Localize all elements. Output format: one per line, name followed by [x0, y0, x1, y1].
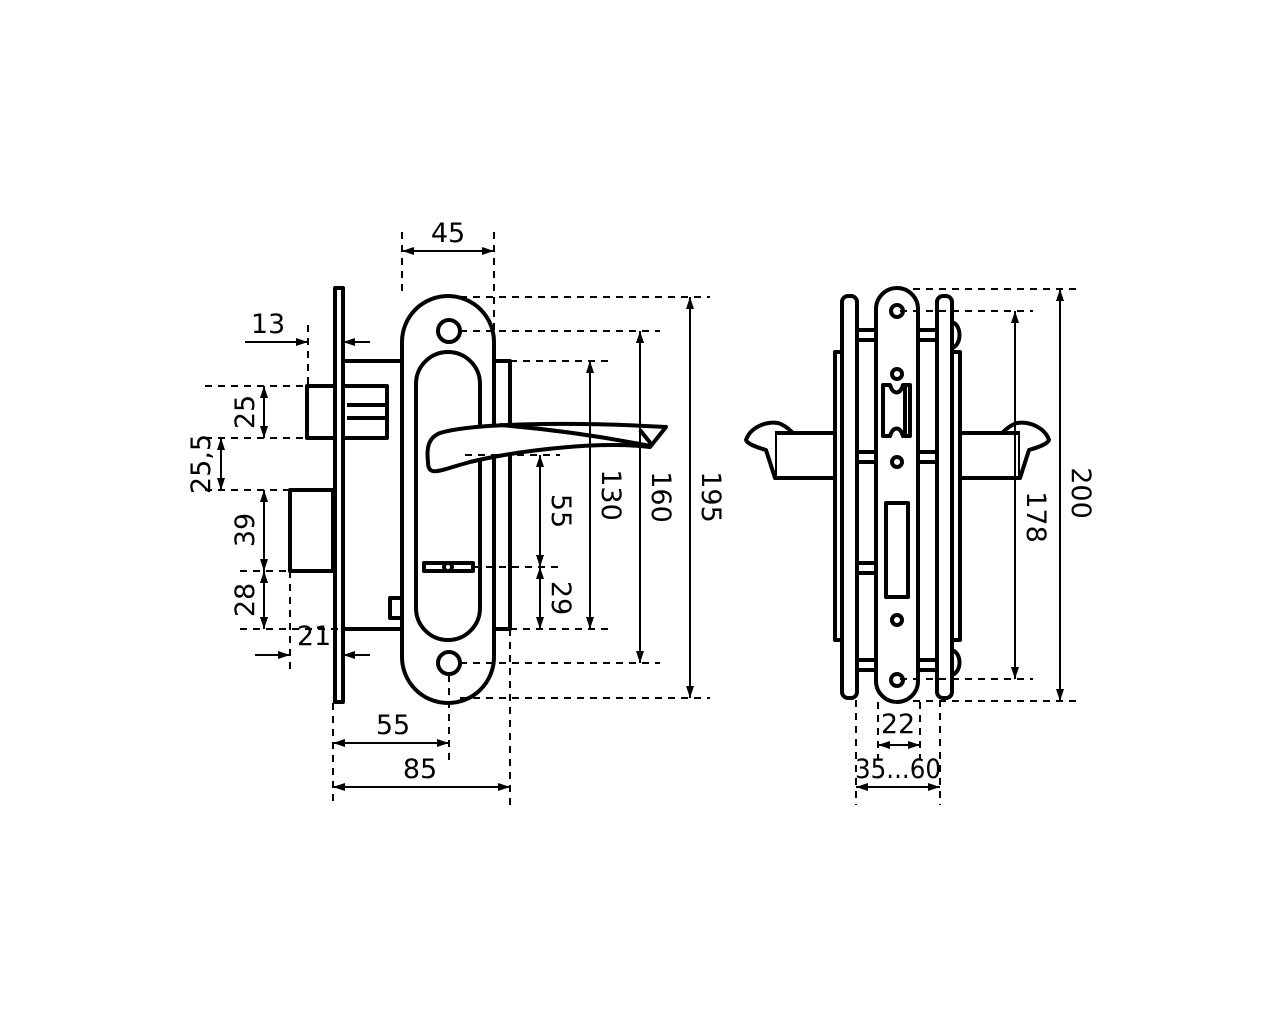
lever-ridge-line	[499, 423, 651, 448]
dim-faceplate-height: 200	[1065, 467, 1096, 519]
dim-escutcheon-width: 45	[431, 218, 465, 249]
side-extension-lines	[855, 288, 1078, 805]
lever-end-left	[744, 420, 795, 479]
dim-bolt-height: 39	[230, 513, 261, 547]
faceplate	[333, 286, 345, 704]
dim-handle-to-key: 55	[545, 494, 576, 528]
lever-right	[958, 431, 1022, 480]
latch-housing	[341, 384, 389, 440]
dim-door-thickness: 35...60	[855, 754, 941, 785]
dim-faceplate-width: 22	[881, 709, 915, 740]
lever-left	[773, 431, 837, 480]
dim-escutcheon-height: 195	[695, 471, 726, 523]
dim-backset-offset: 13	[251, 309, 285, 340]
body-tab	[388, 596, 402, 620]
screw-head	[951, 648, 962, 677]
lever-end-right	[1000, 420, 1051, 479]
dim-key-to-bottom: 29	[545, 581, 576, 615]
front-view: 45 13 25 25,5 39 28 21 55 29 130 160 195…	[186, 218, 726, 805]
side-plate-right	[935, 294, 954, 700]
dim-bolt-projection: 21	[297, 621, 331, 652]
keyhole-center	[442, 561, 454, 573]
dim-screw-spacing: 160	[645, 471, 676, 523]
side-plate-left	[840, 294, 859, 700]
lever-handle	[425, 421, 668, 474]
bolt-window	[884, 501, 910, 599]
connecting-rails	[857, 328, 937, 672]
dim-faceplate-screw-spacing: 178	[1020, 491, 1051, 543]
front-dimension-lines	[217, 247, 694, 791]
dim-latch-bolt-gap: 25,5	[186, 434, 217, 494]
dead-bolt	[288, 488, 335, 573]
latch-window	[881, 383, 912, 438]
faceplate-front	[874, 286, 920, 704]
escutcheon-slot	[414, 350, 482, 642]
screw-hole	[890, 613, 904, 627]
dim-total-depth: 85	[403, 754, 437, 785]
screw-hole	[890, 367, 904, 381]
dim-backset: 55	[376, 710, 410, 741]
dim-latch-height: 25	[230, 395, 261, 429]
side-dimension-lines	[856, 289, 1064, 791]
side-view: 200 178 22 35...60	[744, 286, 1096, 805]
dim-bolt-to-body: 28	[230, 583, 261, 617]
dim-body-height: 130	[595, 469, 626, 521]
screw-hole	[890, 455, 904, 469]
screw-head	[951, 320, 962, 350]
